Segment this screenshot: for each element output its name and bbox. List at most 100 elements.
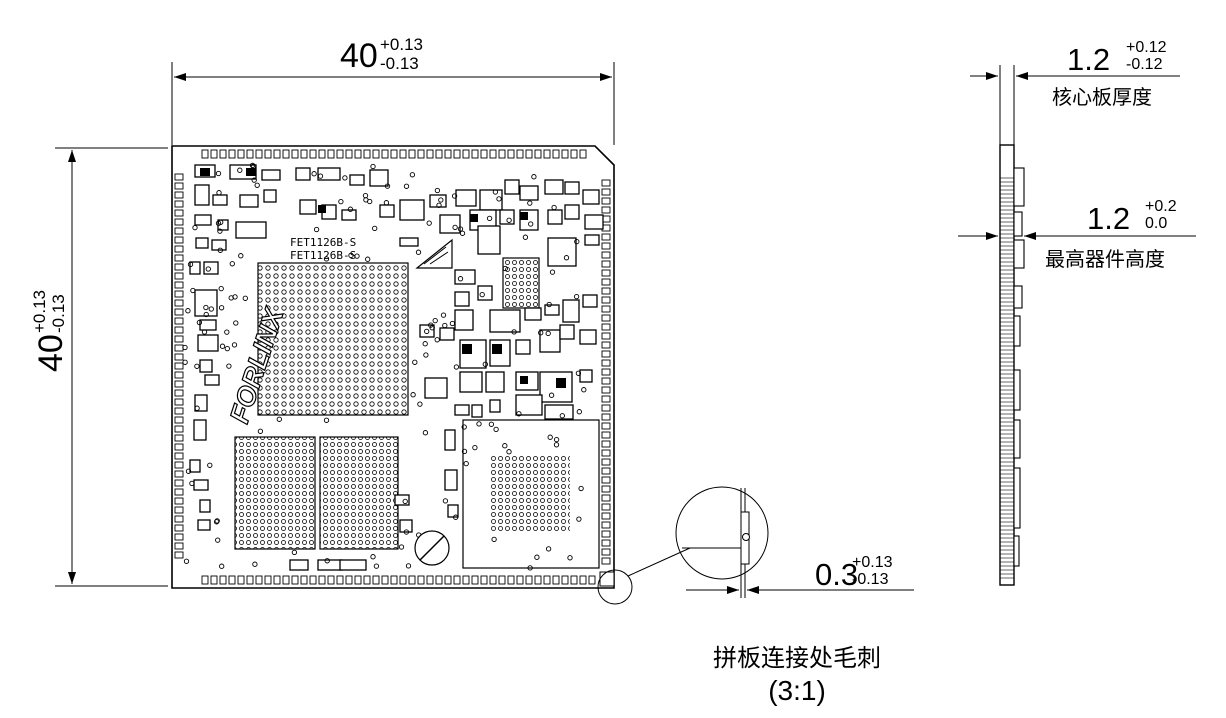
via — [482, 361, 488, 367]
edge-pad — [601, 476, 611, 484]
smd-component — [544, 404, 574, 420]
via — [203, 304, 209, 311]
via — [201, 329, 208, 335]
edge-pad — [601, 269, 611, 277]
edge-pad — [601, 341, 611, 349]
via — [426, 220, 432, 226]
via — [384, 183, 391, 189]
via — [546, 301, 552, 308]
detail-scale: (3:1) — [768, 675, 826, 706]
edge-pad — [426, 149, 434, 159]
via — [402, 498, 408, 505]
side-component — [1013, 467, 1021, 529]
edge-pad — [174, 272, 184, 280]
side-component — [1013, 239, 1025, 269]
edge-pad — [174, 371, 184, 379]
edge-pad — [174, 398, 184, 406]
component-pad — [520, 376, 528, 384]
side-component — [1013, 535, 1020, 567]
smd-component — [424, 377, 448, 399]
edge-pad — [174, 551, 184, 559]
thickness-lower-tol: -0.12 — [1126, 56, 1163, 73]
edge-pad — [219, 575, 227, 585]
via — [183, 558, 190, 564]
component-pad — [200, 168, 210, 176]
via — [457, 276, 464, 282]
via — [502, 443, 508, 449]
edge-pad — [372, 149, 380, 159]
via — [486, 215, 493, 222]
edge-pad — [174, 416, 184, 424]
edge-pad — [601, 431, 611, 439]
via — [217, 228, 223, 234]
component-height-upper-tol: +0.2 — [1145, 198, 1177, 215]
silkscreen-model-1: FET1126B-S — [290, 236, 356, 249]
edge-pad — [174, 191, 184, 199]
via — [442, 322, 448, 329]
edge-pad — [228, 149, 236, 159]
via — [194, 405, 200, 411]
via — [412, 359, 418, 365]
edge-pad — [318, 575, 326, 585]
smd-component — [544, 179, 564, 195]
via — [506, 217, 512, 223]
smd-component — [519, 185, 539, 201]
edge-pad — [601, 512, 611, 520]
via — [338, 198, 344, 205]
via — [476, 421, 482, 427]
edge-pad — [601, 377, 611, 385]
smd-component — [199, 499, 211, 513]
detail-hole — [742, 533, 750, 541]
edge-pad — [408, 575, 416, 585]
via — [207, 462, 213, 468]
edge-pad — [601, 350, 611, 358]
edge-pad — [588, 575, 596, 585]
via — [218, 285, 224, 292]
via — [372, 225, 378, 232]
via — [559, 413, 565, 419]
via — [453, 364, 460, 370]
smd-component — [444, 429, 456, 451]
edge-pad — [201, 149, 209, 159]
via — [218, 305, 225, 311]
via — [237, 167, 243, 173]
smd-component — [199, 359, 213, 373]
edge-pad — [462, 149, 470, 159]
edge-pad — [174, 182, 184, 190]
burr-base: 0.3 — [815, 557, 858, 592]
edge-pad — [444, 575, 452, 585]
via — [449, 320, 456, 327]
smd-component — [515, 339, 531, 355]
via — [257, 428, 264, 434]
component-pad — [492, 344, 502, 354]
smd-component — [524, 307, 542, 321]
edge-pad — [174, 227, 184, 235]
via — [527, 565, 533, 571]
thickness-upper-tol: +0.12 — [1126, 39, 1167, 56]
smd-component — [504, 179, 520, 195]
edge-pad — [174, 389, 184, 397]
edge-pad — [480, 575, 488, 585]
width-base: 40 — [340, 37, 378, 75]
via — [432, 317, 438, 324]
edge-pad — [601, 494, 611, 502]
smd-component — [539, 329, 561, 353]
component-height-label: 最高器件高度 — [1045, 247, 1165, 271]
via — [488, 421, 495, 427]
edge-pad — [174, 542, 184, 550]
smd-component — [217, 219, 229, 231]
edge-pad — [498, 575, 506, 585]
height-upper-tol: +0.13 — [30, 290, 49, 333]
edge-pad — [318, 149, 326, 159]
edge-pad — [309, 149, 317, 159]
emmc-ball-array — [490, 455, 570, 533]
smd-component — [195, 237, 209, 249]
edge-pad — [507, 149, 515, 159]
component-pad — [318, 205, 326, 213]
edge-pad — [601, 305, 611, 313]
via — [545, 330, 551, 337]
edge-pad — [381, 149, 389, 159]
edge-pad — [174, 524, 184, 532]
via — [215, 170, 222, 177]
